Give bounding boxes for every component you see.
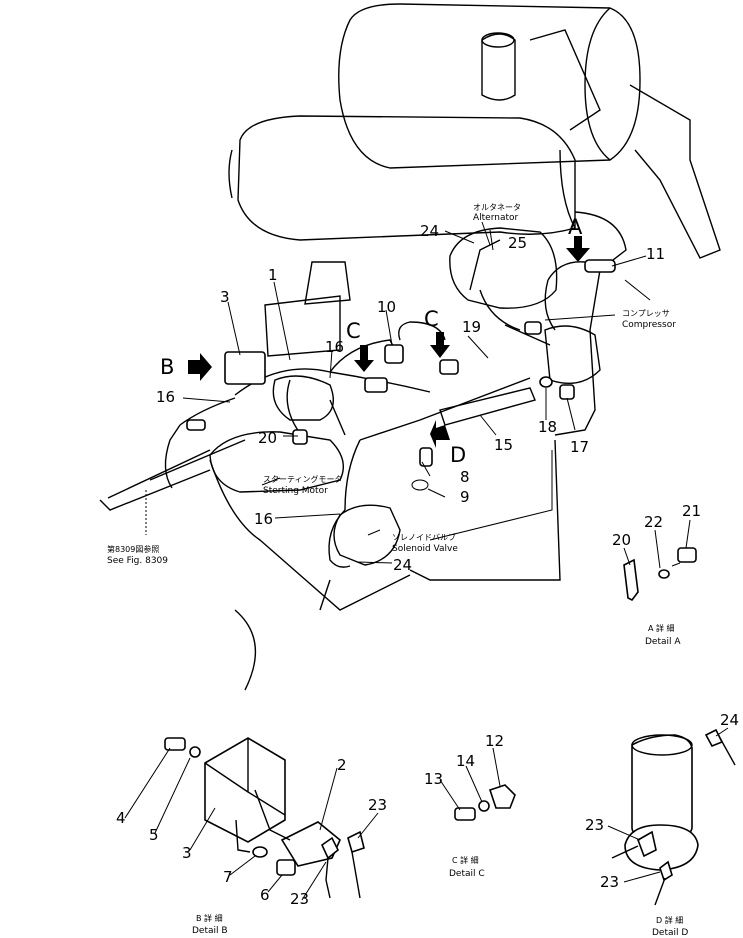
callout-7: 7 <box>223 868 233 886</box>
callout-20: 20 <box>258 429 277 447</box>
callout-21: 21 <box>682 502 701 520</box>
detail-c-title-jp: C 詳 細 <box>452 855 479 865</box>
callout-25: 25 <box>508 234 527 252</box>
callout-14: 14 <box>456 752 475 770</box>
callout-23: 23 <box>290 890 309 908</box>
callout-16: 16 <box>254 510 273 528</box>
callout-12: 12 <box>485 732 504 750</box>
callout-3: 3 <box>182 844 192 862</box>
detail-d-title-jp: D 詳 細 <box>656 915 683 925</box>
alternator-label-jp: オルタネータ <box>473 203 521 212</box>
view-letter-c: C <box>424 307 439 331</box>
callout-22: 22 <box>644 513 663 531</box>
callout-6: 6 <box>260 886 270 904</box>
view-letter-d: D <box>450 443 466 467</box>
callout-18: 18 <box>538 418 557 436</box>
callout-23: 23 <box>585 816 604 834</box>
callout-15: 15 <box>494 436 513 454</box>
callout-5: 5 <box>149 826 159 844</box>
detail-c-drawing <box>439 747 516 821</box>
compressor-label: Compressor <box>622 320 676 330</box>
callout-10: 10 <box>377 298 396 316</box>
view-arrows <box>188 236 590 448</box>
callout-2: 2 <box>337 756 347 774</box>
callout-numbers: 1 3 10 11 16 16 16 19 15 17 18 20 8 9 24… <box>116 222 739 908</box>
callout-11: 11 <box>646 245 665 263</box>
callout-16: 16 <box>156 388 175 406</box>
callout-23: 23 <box>368 796 387 814</box>
view-letter-b: B <box>160 355 174 379</box>
detail-b-title: Detail B <box>192 926 228 936</box>
view-letter-a: A <box>568 215 583 239</box>
alternator-label: Alternator <box>473 213 519 223</box>
detail-c-title: Detail C <box>449 869 485 879</box>
detail-a-drawing <box>623 519 697 602</box>
callout-13: 13 <box>424 770 443 788</box>
callout-16: 16 <box>325 338 344 356</box>
see-fig-label-jp: 第8309図参照 <box>107 544 159 554</box>
callout-24: 24 <box>420 222 439 240</box>
callout-23: 23 <box>600 873 619 891</box>
view-letter-c: C <box>346 319 361 343</box>
callout-19: 19 <box>462 318 481 336</box>
detail-d-drawing <box>607 727 736 906</box>
detail-a-title: Detail A <box>645 637 681 647</box>
component-labels: オルタネータ Alternator コンプレッサ Compressor スターテ… <box>107 203 688 938</box>
view-letters: A B C C D <box>160 215 583 467</box>
callout-4: 4 <box>116 809 126 827</box>
solenoid-valve-label: Solenoid Valve <box>392 544 458 554</box>
callout-1: 1 <box>268 266 278 284</box>
compressor-label-jp: コンプレッサ <box>622 309 670 318</box>
detail-d-title: Detail D <box>652 928 688 938</box>
see-fig-label: See Fig. 8309 <box>107 556 168 566</box>
solenoid-valve-label-jp: ソレノイドバルブ <box>392 532 456 542</box>
callout-24: 24 <box>393 556 412 574</box>
detail-b-drawing <box>124 737 379 901</box>
leader-lines <box>182 221 651 564</box>
detail-b-title-jp: B 詳 細 <box>196 913 223 923</box>
callout-20: 20 <box>612 531 631 549</box>
detail-a-title-jp: A 詳 細 <box>648 623 675 633</box>
callout-8: 8 <box>460 468 470 486</box>
engine-outline <box>99 3 721 691</box>
callout-17: 17 <box>570 438 589 456</box>
callout-9: 9 <box>460 488 470 506</box>
starting-motor-label: Sterting Motor <box>263 486 328 496</box>
callout-24: 24 <box>720 711 739 729</box>
starting-motor-label-jp: スターティングモータ <box>263 474 343 484</box>
callout-3: 3 <box>220 288 230 306</box>
